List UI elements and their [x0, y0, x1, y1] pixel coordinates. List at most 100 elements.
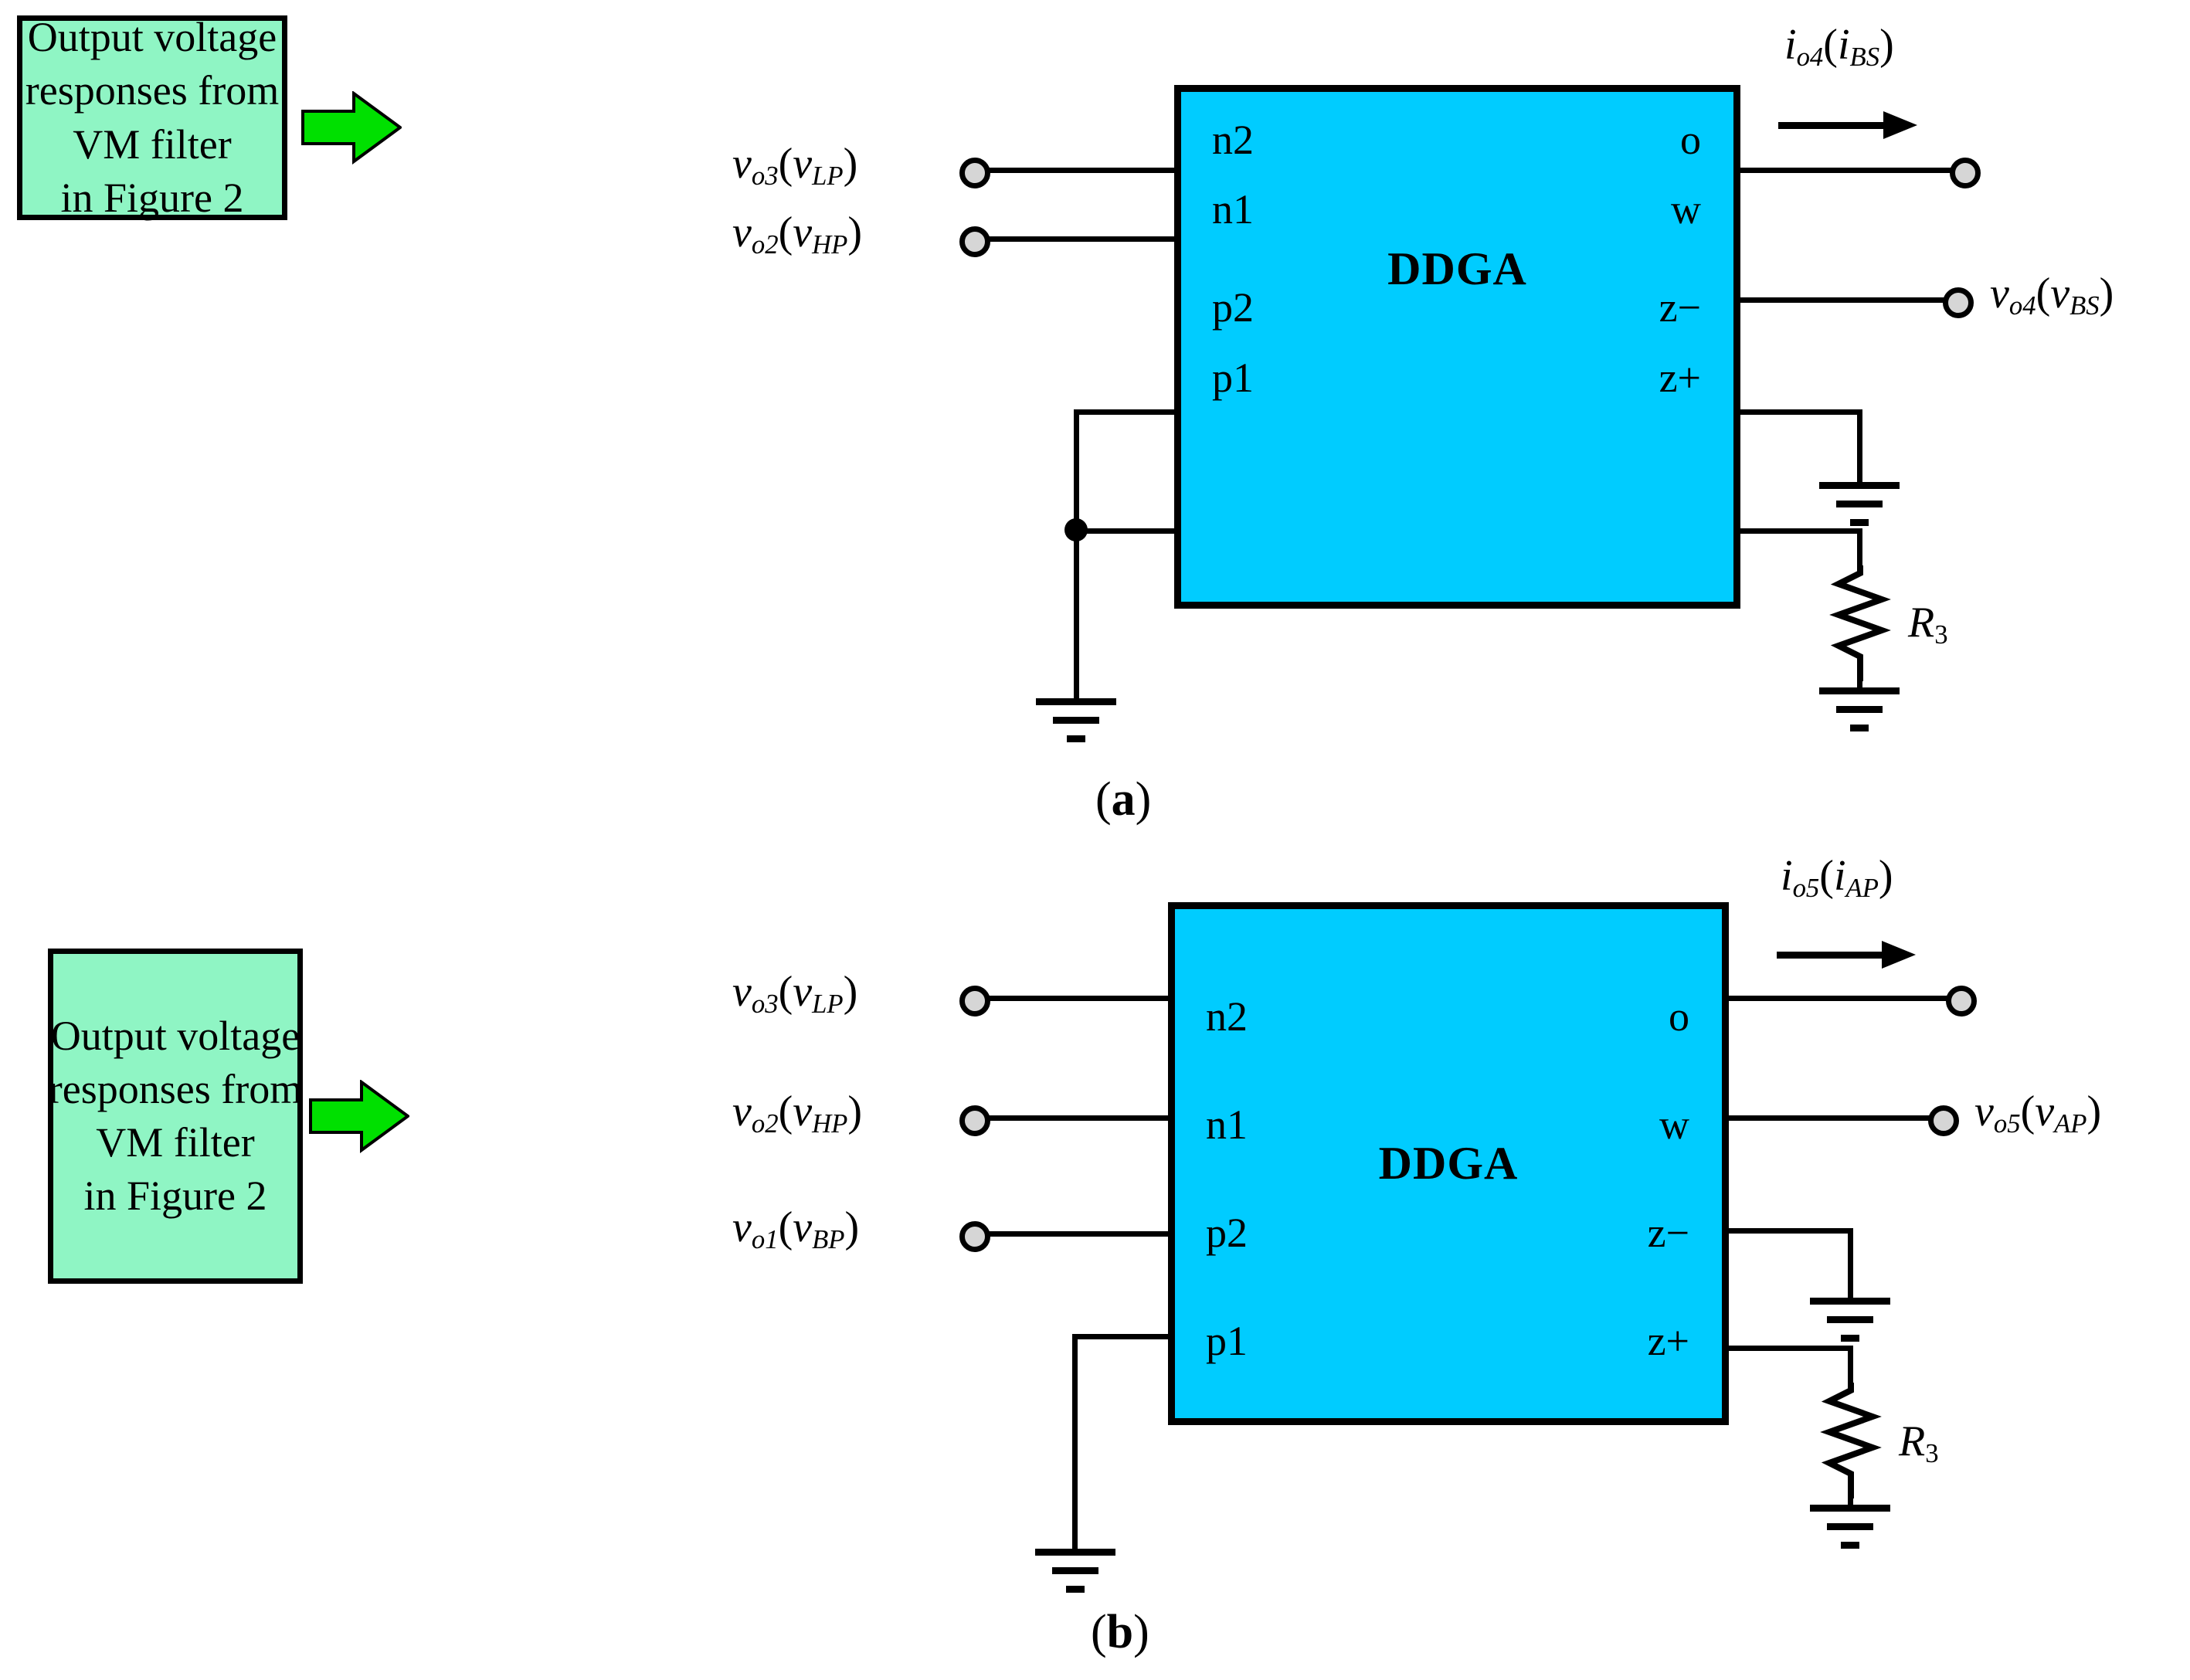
- label-a-output-voltage-sub: o4: [2008, 290, 2036, 321]
- wire-b-p1-drop: [1072, 1334, 1078, 1553]
- label-a-input-n2-altsub: LP: [812, 161, 844, 192]
- label-a-output-current-alt: i: [1837, 21, 1850, 69]
- label-b-input-p2-altsub: BP: [812, 1224, 845, 1255]
- terminal-a-out-w: [1943, 287, 1974, 318]
- label-a-output-voltage-altsub: BS: [2069, 290, 2100, 321]
- pin-a-n2: n2: [1212, 117, 1254, 163]
- resistor-a-r3: [1823, 565, 1900, 681]
- label-b-output-voltage-sub: o5: [1993, 1108, 2021, 1139]
- info-box-a-line-1: Output voltage: [27, 14, 277, 61]
- label-a-input-n2-close: ): [843, 140, 858, 188]
- label-a-input-n2-sub: o3: [751, 161, 779, 192]
- label-b-input-p2-alt: v: [793, 1203, 813, 1251]
- info-box-a: Output voltage responses from VM filter …: [17, 14, 287, 221]
- label-b-input-n2-var: v: [732, 968, 752, 1016]
- label-a-input-n1: vo2(vHP): [732, 211, 862, 259]
- resistor-b-r3: [1814, 1383, 1891, 1498]
- panel-caption-a: (a): [1095, 772, 1151, 827]
- label-a-output-current-close: ): [1879, 21, 1894, 69]
- label-b-output-current-altsub: AP: [1845, 873, 1879, 904]
- terminal-b-in-n2: [959, 986, 990, 1016]
- pin-a-p2: p2: [1212, 284, 1254, 331]
- label-a-input-n1-close: ): [847, 209, 863, 256]
- label-a-input-n1-var: v: [732, 209, 752, 256]
- panel-caption-b-letter: b: [1106, 1606, 1134, 1658]
- wire-a-p-bus: [1074, 409, 1079, 703]
- wire-b-n2: [975, 996, 1171, 1001]
- wire-a-r3-bottom: [1857, 672, 1862, 691]
- label-b-output-current-var: i: [1781, 852, 1793, 900]
- info-box-b-line-1: Output voltage: [50, 1012, 300, 1059]
- wire-b-zp: [1727, 1346, 1853, 1351]
- panel-caption-a-open: (: [1095, 773, 1112, 826]
- ddga-block-a: DDGA n2 n1 p2 p1 o w z− z+: [1174, 85, 1740, 609]
- terminal-a-in-n2: [959, 158, 990, 188]
- panel-caption-a-letter: a: [1111, 773, 1136, 826]
- label-a-input-n1-alt: v: [793, 209, 813, 256]
- wire-a-zm: [1738, 409, 1862, 415]
- info-box-b-line-4: in Figure 2: [83, 1173, 267, 1220]
- wire-a-o: [1738, 168, 1960, 173]
- pin-b-zp: z+: [1647, 1318, 1689, 1364]
- label-a-output-voltage-var: v: [1990, 270, 2009, 317]
- label-a-resistor-name: R: [1908, 599, 1935, 647]
- wire-a-zm-drop: [1857, 409, 1862, 486]
- label-b-input-n2-open: (: [778, 968, 793, 1016]
- label-b-output-current: io5(iAP): [1781, 854, 1893, 902]
- pin-a-p1: p1: [1212, 355, 1254, 401]
- label-b-resistor: R3: [1899, 1420, 1939, 1468]
- wire-a-zp-drop: [1857, 528, 1862, 568]
- terminal-b-out-o: [1946, 986, 1977, 1016]
- label-b-output-voltage-close: ): [2086, 1088, 2102, 1135]
- label-b-output-voltage-altsub: AP: [2054, 1108, 2087, 1139]
- label-a-input-n1-altsub: HP: [812, 229, 848, 260]
- label-b-input-n2-close: ): [843, 968, 858, 1016]
- label-a-output-voltage-close: ): [2099, 270, 2114, 317]
- label-a-output-current-var: i: [1784, 21, 1797, 69]
- wire-b-r3-bottom: [1848, 1489, 1853, 1508]
- wire-b-n1: [975, 1115, 1171, 1121]
- label-a-resistor: R3: [1908, 601, 1948, 649]
- label-b-input-p2-close: ): [844, 1203, 860, 1251]
- pin-b-o: o: [1669, 993, 1689, 1040]
- terminal-b-in-p2: [959, 1221, 990, 1252]
- wire-b-zm: [1727, 1228, 1853, 1234]
- label-b-input-n1-alt: v: [793, 1088, 813, 1135]
- label-b-input-n2-alt: v: [793, 968, 813, 1016]
- label-b-output-current-alt: i: [1833, 852, 1846, 900]
- label-b-input-n2-sub: o3: [751, 989, 779, 1020]
- label-b-output-voltage-open: (: [2020, 1088, 2036, 1135]
- terminal-a-in-n1: [959, 226, 990, 257]
- label-b-input-n1: vo2(vHP): [732, 1090, 862, 1138]
- label-b-input-n1-var: v: [732, 1088, 752, 1135]
- ddga-block-b-label: DDGA: [1378, 1138, 1519, 1189]
- label-b-output-voltage-var: v: [1974, 1088, 1994, 1135]
- label-a-input-n2-open: (: [778, 140, 793, 188]
- pin-a-o: o: [1680, 117, 1701, 163]
- terminal-b-out-w: [1928, 1105, 1959, 1136]
- label-b-input-n1-sub: o2: [751, 1108, 779, 1139]
- panel-caption-a-close: ): [1135, 773, 1152, 826]
- label-a-output-current: io4(iBS): [1784, 23, 1894, 71]
- label-b-input-n1-close: ): [847, 1088, 863, 1135]
- label-a-resistor-sub: 3: [1934, 619, 1948, 650]
- label-b-input-p2-var: v: [732, 1203, 752, 1251]
- label-a-output-current-open: (: [1823, 21, 1838, 69]
- wire-a-w: [1738, 297, 1953, 303]
- wire-b-zm-drop: [1848, 1228, 1853, 1302]
- label-b-input-n1-open: (: [778, 1088, 793, 1135]
- label-b-output-current-open: (: [1819, 852, 1834, 900]
- label-a-input-n2-var: v: [732, 140, 752, 188]
- wire-b-zp-drop: [1848, 1346, 1853, 1386]
- ddga-block-a-label: DDGA: [1387, 243, 1527, 294]
- panel-caption-b-close: ): [1133, 1606, 1149, 1658]
- label-b-output-voltage: vo5(vAP): [1974, 1090, 2101, 1138]
- pin-b-p2: p2: [1206, 1210, 1248, 1256]
- pin-b-zm: z−: [1647, 1210, 1689, 1256]
- wire-b-w: [1727, 1115, 1938, 1121]
- label-a-output-current-sub: o4: [1796, 42, 1824, 73]
- flow-arrow-a: [301, 91, 402, 165]
- pin-a-zp: z+: [1659, 355, 1701, 401]
- label-a-input-n2: vo3(vLP): [732, 142, 857, 190]
